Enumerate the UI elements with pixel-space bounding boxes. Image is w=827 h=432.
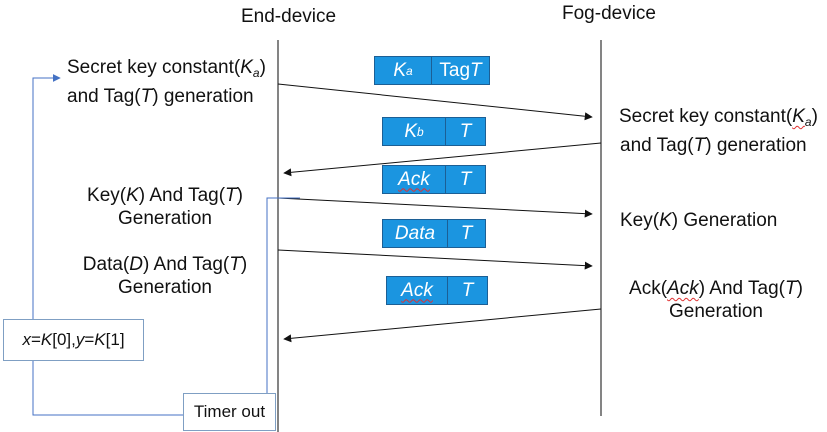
fog-key-generation-label: Key(K) Generation	[620, 210, 778, 231]
packet-tag: T	[448, 219, 486, 248]
end-data-generation-label: Data(D) And Tag(T) Generation	[82, 254, 248, 298]
end-device-header: End-device	[241, 6, 337, 27]
arrow-ack-to-fog	[277, 197, 593, 218]
feedback-loop-path	[32, 361, 183, 416]
packet-ack: Ack	[382, 165, 446, 194]
timer-out-box: Timer out	[183, 393, 276, 431]
packet-tag: Tag T	[432, 56, 490, 85]
packet-tag: T	[448, 276, 488, 305]
message-ack-tag-2: Ack T	[386, 276, 488, 305]
arrow-data-to-fog	[277, 249, 593, 270]
fog-device-header: Fog-device	[562, 3, 656, 24]
packet-ack: Ack	[386, 276, 448, 305]
arrow-ka-tag-to-fog	[277, 83, 593, 121]
packet-data: Data	[382, 219, 448, 248]
packet-tag: T	[446, 165, 486, 194]
end-secret-key-label: Secret key constant(Ka) and Tag(T) gener…	[67, 57, 266, 107]
timer-link-path	[266, 197, 300, 393]
arrow-kb-to-end	[283, 142, 602, 177]
feedback-loop-upper	[32, 74, 61, 319]
xy-assignment-box: x = K[0], y= K[1]	[3, 319, 144, 361]
fog-ack-generation-label: Ack(Ack) And Tag(T) Generation	[629, 278, 803, 322]
arrow-ack-to-end	[283, 308, 602, 343]
message-data-tag: Data T	[382, 219, 486, 248]
fog-secret-key-label: Secret key constant(Ka) and Tag(T) gener…	[619, 106, 818, 156]
packet-tag: T	[446, 117, 486, 146]
end-key-generation-label: Key(K) And Tag(T) Generation	[87, 185, 243, 229]
message-ack-tag-1: Ack T	[382, 165, 486, 194]
